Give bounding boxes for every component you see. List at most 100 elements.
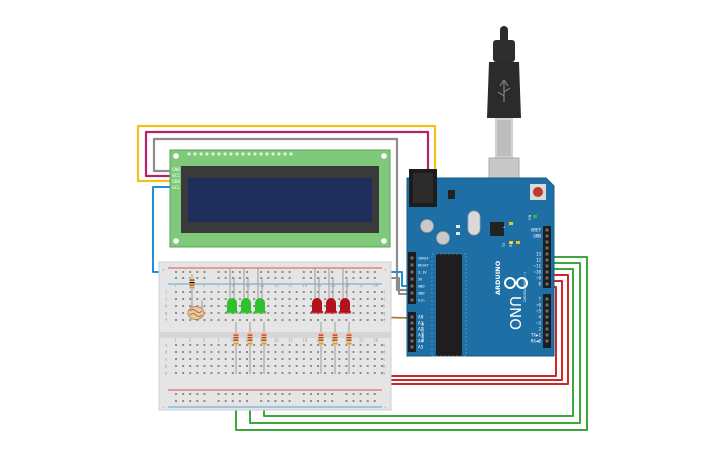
rail-hole[interactable] [345, 271, 348, 273]
breadboard-hole[interactable] [175, 291, 177, 293]
rail-hole[interactable] [260, 393, 263, 395]
rail-hole[interactable] [317, 277, 319, 279]
breadboard-hole[interactable] [345, 351, 348, 353]
breadboard-hole[interactable] [217, 351, 220, 353]
header-pin[interactable] [545, 321, 549, 325]
breadboard-hole[interactable] [373, 365, 376, 367]
breadboard-hole[interactable] [309, 344, 312, 346]
breadboard-hole[interactable] [373, 351, 376, 353]
breadboard-hole[interactable] [196, 305, 199, 307]
breadboard-hole[interactable] [203, 344, 206, 346]
breadboard-hole[interactable] [182, 312, 185, 314]
breadboard-hole[interactable] [189, 344, 192, 346]
breadboard-hole[interactable] [309, 351, 312, 353]
breadboard-hole[interactable] [224, 291, 227, 293]
breadboard-hole[interactable] [317, 344, 319, 346]
header-pin[interactable] [545, 339, 549, 343]
breadboard-hole[interactable] [281, 365, 284, 367]
breadboard-hole[interactable] [331, 351, 334, 353]
breadboard-hole[interactable] [203, 365, 206, 367]
header-pin[interactable] [410, 327, 414, 331]
breadboard-hole[interactable] [359, 372, 362, 374]
breadboard-hole[interactable] [352, 305, 355, 307]
resistor[interactable] [318, 322, 324, 374]
breadboard-hole[interactable] [231, 365, 234, 367]
breadboard-hole[interactable] [231, 351, 234, 353]
breadboard-hole[interactable] [274, 298, 277, 300]
rail-hole[interactable] [352, 277, 355, 279]
arduino-uno[interactable]: ARDUINO UNO DIGITAL (PWM ~) ANALOG IN TX… [406, 26, 555, 357]
breadboard-hole[interactable] [175, 344, 177, 346]
rail-hole[interactable] [373, 393, 376, 395]
breadboard-hole[interactable] [175, 351, 177, 353]
breadboard-hole[interactable] [309, 365, 312, 367]
rail-hole[interactable] [224, 277, 227, 279]
breadboard-hole[interactable] [231, 372, 234, 374]
breadboard-hole[interactable] [295, 312, 298, 314]
rail-hole[interactable] [217, 277, 220, 279]
breadboard-hole[interactable] [217, 291, 220, 293]
breadboard-hole[interactable] [288, 312, 291, 314]
breadboard-hole[interactable] [182, 298, 185, 300]
rail-hole[interactable] [309, 393, 312, 395]
breadboard-hole[interactable] [274, 312, 277, 314]
rail-hole[interactable] [175, 271, 177, 273]
breadboard-hole[interactable] [338, 365, 341, 367]
breadboard-hole[interactable] [231, 319, 234, 321]
rail-hole[interactable] [224, 400, 227, 402]
header-pin[interactable] [545, 258, 549, 262]
breadboard-hole[interactable] [196, 344, 199, 346]
usb-cable[interactable] [487, 26, 521, 192]
breadboard-hole[interactable] [253, 319, 256, 321]
breadboard-hole[interactable] [281, 298, 284, 300]
breadboard-hole[interactable] [338, 372, 341, 374]
breadboard-hole[interactable] [352, 291, 355, 293]
rail-hole[interactable] [352, 393, 355, 395]
breadboard-hole[interactable] [359, 305, 362, 307]
breadboard-hole[interactable] [253, 291, 256, 293]
breadboard-hole[interactable] [182, 365, 185, 367]
breadboard-hole[interactable] [274, 305, 277, 307]
header-pin[interactable] [410, 291, 414, 295]
breadboard-hole[interactable] [217, 305, 220, 307]
breadboard-hole[interactable] [352, 351, 355, 353]
breadboard-hole[interactable] [175, 298, 177, 300]
rail-hole[interactable] [345, 277, 348, 279]
breadboard-hole[interactable] [267, 291, 270, 293]
breadboard-hole[interactable] [281, 351, 284, 353]
breadboard-hole[interactable] [288, 358, 291, 360]
breadboard-hole[interactable] [373, 319, 376, 321]
breadboard-hole[interactable] [210, 319, 213, 321]
breadboard-hole[interactable] [324, 291, 327, 293]
breadboard-hole[interactable] [281, 358, 284, 360]
rail-hole[interactable] [331, 271, 334, 273]
breadboard-hole[interactable] [210, 291, 213, 293]
breadboard-hole[interactable] [203, 372, 206, 374]
breadboard-hole[interactable] [359, 319, 362, 321]
rail-hole[interactable] [302, 271, 305, 273]
breadboard-hole[interactable] [267, 358, 270, 360]
breadboard-hole[interactable] [373, 298, 376, 300]
header-pin[interactable] [410, 270, 414, 274]
rail-hole[interactable] [246, 393, 248, 395]
breadboard-hole[interactable] [210, 305, 213, 307]
breadboard-hole[interactable] [224, 298, 227, 300]
breadboard-hole[interactable] [373, 358, 376, 360]
breadboard-hole[interactable] [246, 358, 248, 360]
breadboard-hole[interactable] [373, 291, 376, 293]
breadboard-hole[interactable] [380, 351, 383, 353]
breadboard-hole[interactable] [175, 312, 177, 314]
breadboard-hole[interactable] [210, 372, 213, 374]
breadboard-hole[interactable] [359, 312, 362, 314]
breadboard-hole[interactable] [380, 312, 383, 314]
breadboard-hole[interactable] [338, 358, 341, 360]
header-pin[interactable] [410, 315, 414, 319]
header-pin[interactable] [545, 270, 549, 274]
breadboard-hole[interactable] [317, 351, 319, 353]
breadboard-hole[interactable] [189, 291, 192, 293]
rail-hole[interactable] [288, 271, 291, 273]
breadboard-hole[interactable] [380, 291, 383, 293]
resistor[interactable] [247, 322, 253, 374]
breadboard-hole[interactable] [217, 312, 220, 314]
breadboard-hole[interactable] [224, 365, 227, 367]
